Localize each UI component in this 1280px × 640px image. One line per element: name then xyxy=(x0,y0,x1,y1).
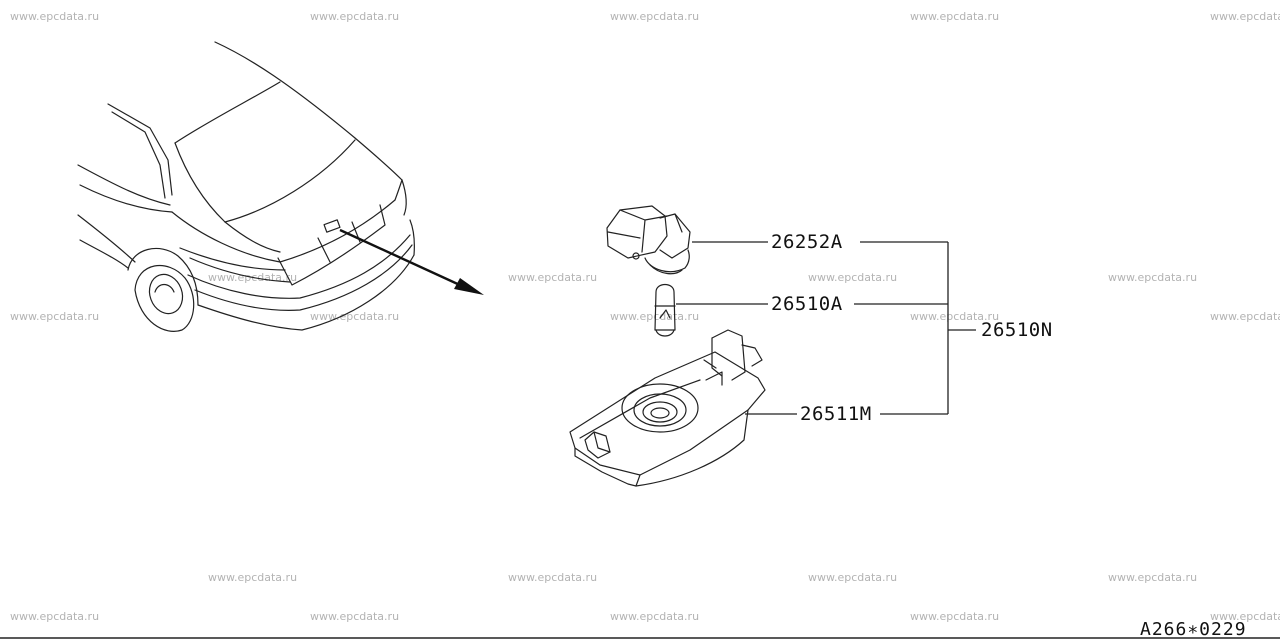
watermark: www.epcdata.ru xyxy=(910,310,1000,323)
watermark: www.epcdata.ru xyxy=(610,610,700,623)
part-label-lamp-housing[interactable]: 26511M xyxy=(800,403,872,425)
watermark: www.epcdata.ru xyxy=(910,610,1000,623)
watermark: www.epcdata.ru xyxy=(10,310,100,323)
watermark: www.epcdata.ru xyxy=(808,271,898,284)
watermark: www.epcdata.ru xyxy=(610,310,700,323)
watermark: www.epcdata.ru xyxy=(1210,310,1280,323)
part-label-bulb[interactable]: 26510A xyxy=(771,293,843,315)
watermark: www.epcdata.ru xyxy=(1210,10,1280,23)
watermark: www.epcdata.ru xyxy=(610,10,700,23)
watermark: www.epcdata.ru xyxy=(1108,271,1198,284)
watermark: www.epcdata.ru xyxy=(310,310,400,323)
watermark: www.epcdata.ru xyxy=(1108,571,1198,584)
watermark: www.epcdata.ru xyxy=(1210,610,1280,623)
direction-arrow xyxy=(339,228,484,295)
bulb-socket-drawing xyxy=(606,205,691,275)
watermark: www.epcdata.ru xyxy=(310,610,400,623)
part-label-lamp-assembly[interactable]: 26510N xyxy=(981,319,1053,341)
diagram-code: A266∗0229 xyxy=(1140,619,1247,640)
watermark: www.epcdata.ru xyxy=(10,610,100,623)
part-label-socket[interactable]: 26252A xyxy=(771,231,843,253)
watermark: www.epcdata.ru xyxy=(910,10,1000,23)
car-rear-illustration xyxy=(77,41,415,332)
lamp-housing-drawing xyxy=(569,329,766,487)
watermark: www.epcdata.ru xyxy=(508,571,598,584)
watermark: www.epcdata.ru xyxy=(208,571,298,584)
bulb-drawing xyxy=(654,283,676,337)
watermark: www.epcdata.ru xyxy=(508,271,598,284)
watermark: www.epcdata.ru xyxy=(808,571,898,584)
watermark: www.epcdata.ru xyxy=(10,10,100,23)
watermark: www.epcdata.ru xyxy=(310,10,400,23)
leader-lines xyxy=(676,241,976,415)
